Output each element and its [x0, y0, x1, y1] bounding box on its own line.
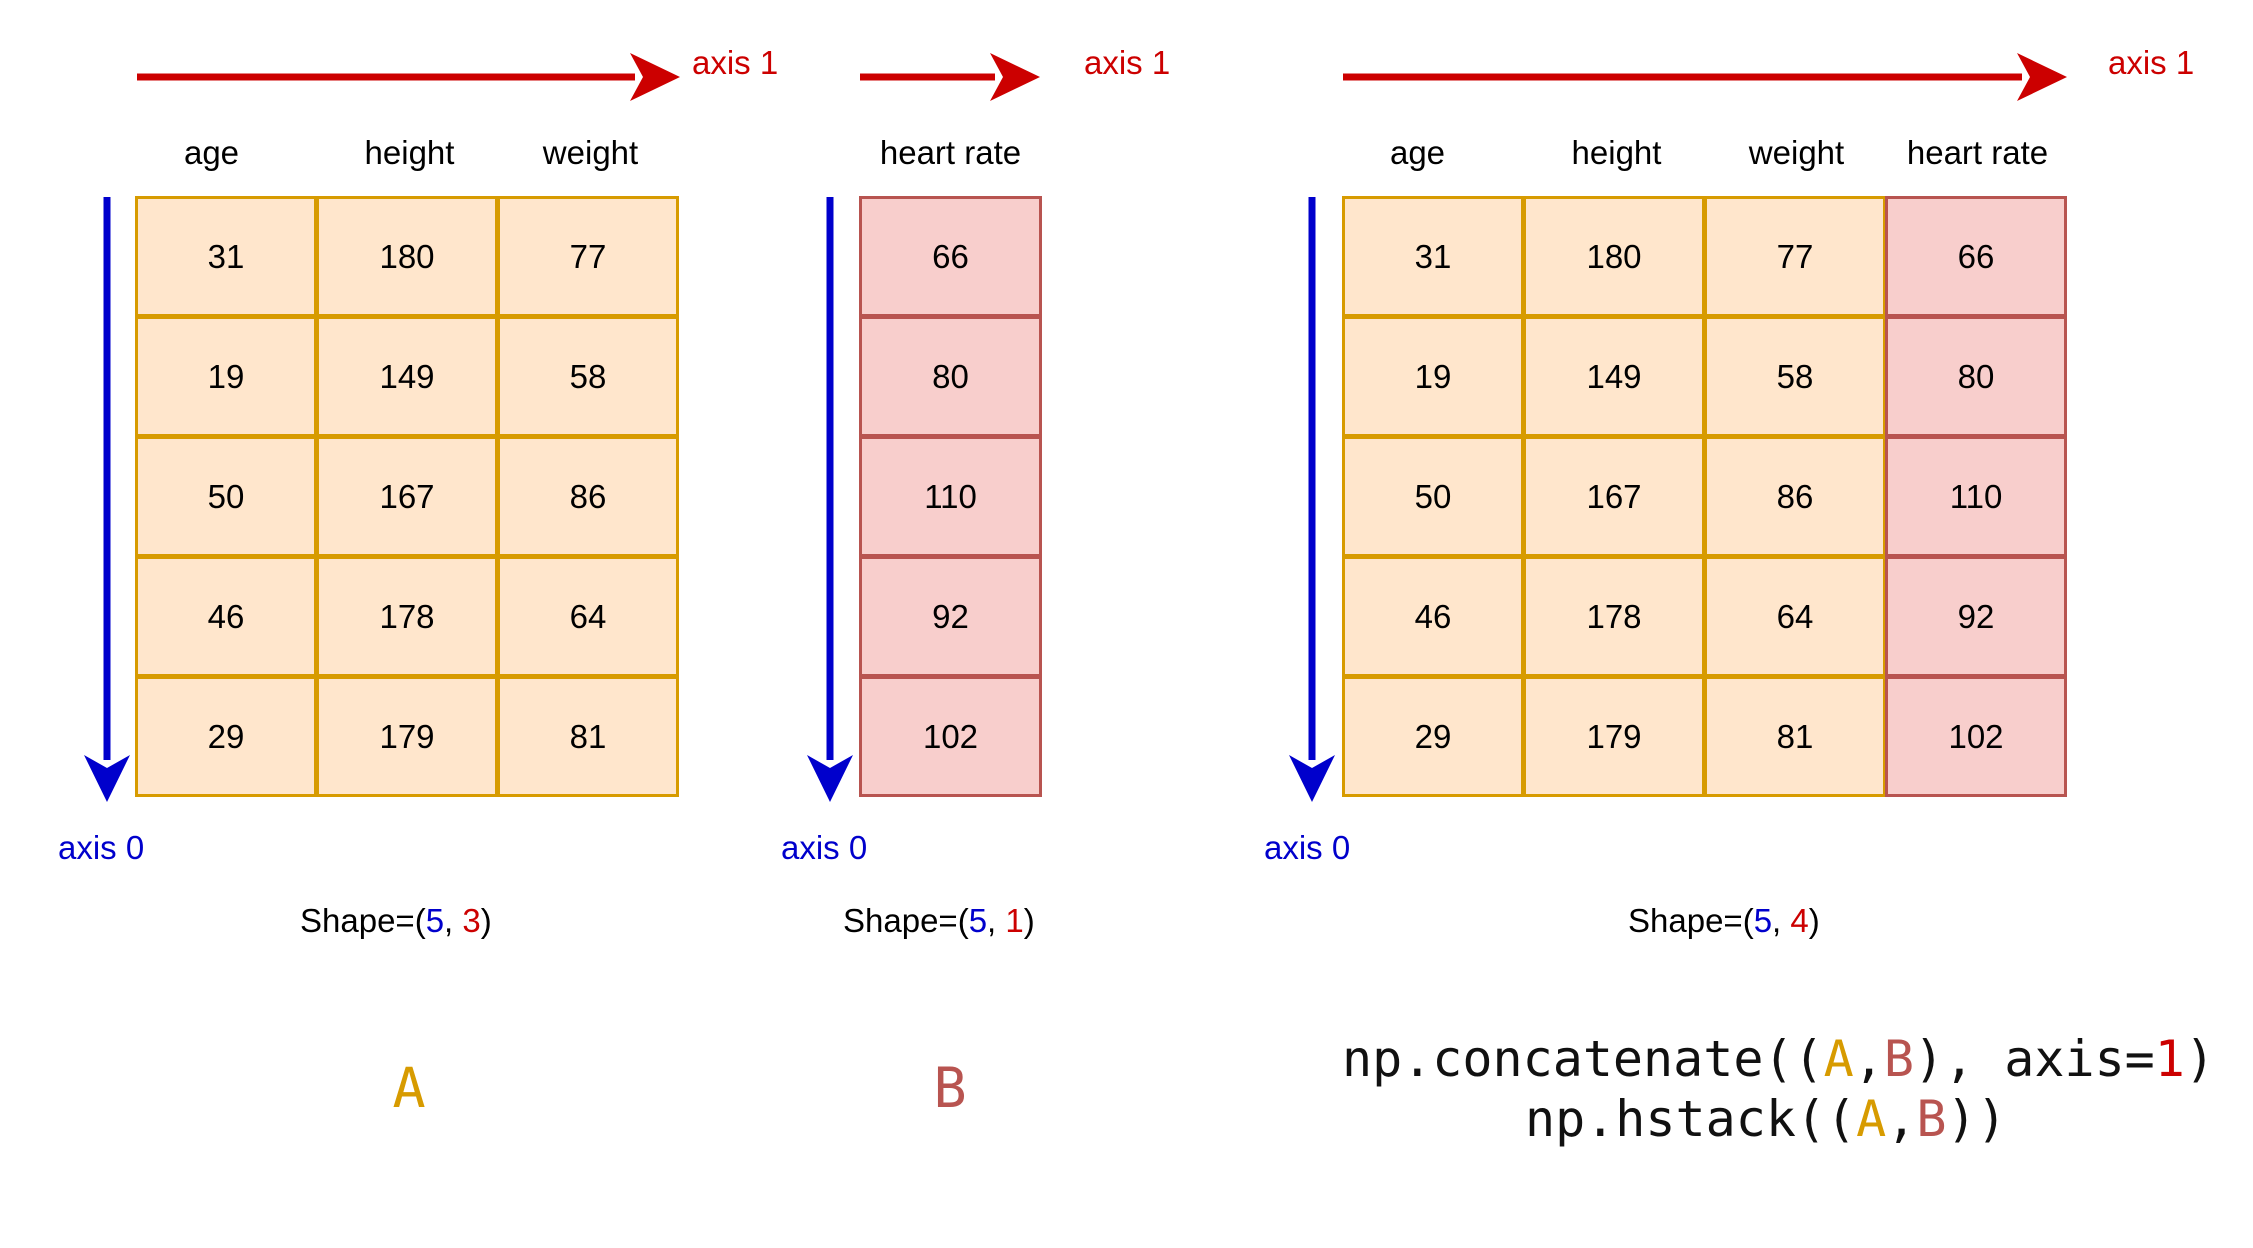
table-cell: 19 — [1342, 316, 1524, 437]
table-cell: 80 — [859, 316, 1042, 437]
shape-suffix: ) — [480, 902, 492, 939]
column-header: height — [1571, 134, 1662, 171]
table-cell: 180 — [316, 196, 498, 317]
table-cell: 31 — [135, 196, 317, 317]
table-cell: 46 — [1342, 556, 1524, 677]
table-cell: 64 — [497, 556, 679, 677]
shape-suffix: ) — [1023, 902, 1035, 939]
code-b: B — [1916, 1090, 1947, 1148]
table-cell: 178 — [316, 556, 498, 677]
shape-prefix: Shape=( — [1628, 902, 1754, 939]
table-cell: 58 — [497, 316, 679, 437]
table-cell: 77 — [1704, 196, 1886, 317]
axis1-arrow-b — [860, 53, 1040, 101]
table-cell: 86 — [497, 436, 679, 557]
shape-prefix: Shape=( — [300, 902, 426, 939]
code-comma: , — [1886, 1090, 1917, 1148]
axis0-label-b: axis 0 — [781, 829, 868, 866]
table-cell: 86 — [1704, 436, 1886, 557]
shape-label-a: Shape=(5, 3) — [300, 904, 492, 937]
table-cell: 167 — [316, 436, 498, 557]
table-cell: 58 — [1704, 316, 1886, 437]
table-cell: 64 — [1704, 556, 1886, 677]
axis1-label-c: axis 1 — [2108, 44, 2195, 81]
table-cell: 179 — [1523, 676, 1705, 797]
column-header: heart rate — [879, 134, 1022, 171]
shape-sep: , — [1772, 902, 1791, 939]
table-cell: 178 — [1523, 556, 1705, 677]
shape-prefix: Shape=( — [843, 902, 969, 939]
table-cell: 149 — [1523, 316, 1705, 437]
code-axis-value: 1 — [2154, 1030, 2185, 1088]
shape-cols: 3 — [462, 902, 481, 939]
array-b-letter: B — [933, 1056, 967, 1120]
shape-sep: , — [987, 902, 1006, 939]
table-cell: 66 — [1885, 196, 2067, 317]
table-cell: 180 — [1523, 196, 1705, 317]
code-a: A — [1823, 1030, 1854, 1088]
table-cell: 179 — [316, 676, 498, 797]
array-a-letter: A — [392, 1056, 426, 1120]
code-end: ) — [2184, 1030, 2216, 1088]
table-cell: 110 — [859, 436, 1042, 557]
shape-suffix: ) — [1808, 902, 1820, 939]
code-b: B — [1883, 1030, 1914, 1088]
axis1-label-a: axis 1 — [692, 44, 779, 81]
shape-rows: 5 — [1753, 902, 1773, 939]
code-comma: , — [1853, 1030, 1884, 1088]
axis0-label-a: axis 0 — [58, 829, 145, 866]
column-header: heart rate — [1906, 134, 2049, 171]
column-header: weight — [542, 134, 639, 171]
table-cell: 102 — [1885, 676, 2067, 797]
column-header: age — [183, 134, 240, 171]
table-cell: 50 — [135, 436, 317, 557]
table-cell: 29 — [1342, 676, 1524, 797]
column-header: height — [364, 134, 455, 171]
table-cell: 81 — [1704, 676, 1886, 797]
shape-sep: , — [444, 902, 463, 939]
column-header: weight — [1748, 134, 1845, 171]
code-mid: ), axis= — [1913, 1030, 2155, 1088]
table-cell: 31 — [1342, 196, 1524, 317]
axis0-arrow-a — [84, 197, 130, 802]
column-header: age — [1389, 134, 1446, 171]
shape-label-b: Shape=(5, 1) — [843, 904, 1035, 937]
table-cell: 92 — [859, 556, 1042, 677]
code-concatenate: np.concatenate((A,B), axis=1) — [1342, 1034, 2215, 1084]
table-cell: 66 — [859, 196, 1042, 317]
axis0-arrow-b — [807, 197, 853, 802]
code-fn: np.hstack(( — [1525, 1090, 1857, 1148]
table-cell: 149 — [316, 316, 498, 437]
axis0-arrow-c — [1289, 197, 1335, 802]
axis1-arrow-c — [1343, 53, 2067, 101]
table-cell: 29 — [135, 676, 317, 797]
shape-cols: 4 — [1790, 902, 1809, 939]
table-cell: 102 — [859, 676, 1042, 797]
code-fn: np.concatenate(( — [1342, 1030, 1824, 1088]
table-cell: 50 — [1342, 436, 1524, 557]
table-cell: 110 — [1885, 436, 2067, 557]
shape-rows: 5 — [425, 902, 445, 939]
table-cell: 77 — [497, 196, 679, 317]
table-cell: 167 — [1523, 436, 1705, 557]
table-cell: 46 — [135, 556, 317, 677]
table-cell: 92 — [1885, 556, 2067, 677]
shape-cols: 1 — [1005, 902, 1024, 939]
table-cell: 19 — [135, 316, 317, 437]
shape-rows: 5 — [968, 902, 988, 939]
axis1-arrow-a — [137, 53, 680, 101]
code-hstack: np.hstack((A,B)) — [1525, 1094, 2007, 1144]
axis0-label-c: axis 0 — [1264, 829, 1351, 866]
table-cell: 81 — [497, 676, 679, 797]
code-a: A — [1856, 1090, 1887, 1148]
shape-label-c: Shape=(5, 4) — [1628, 904, 1820, 937]
axis1-label-b: axis 1 — [1084, 44, 1171, 81]
code-end: )) — [1946, 1090, 2007, 1148]
table-cell: 80 — [1885, 316, 2067, 437]
